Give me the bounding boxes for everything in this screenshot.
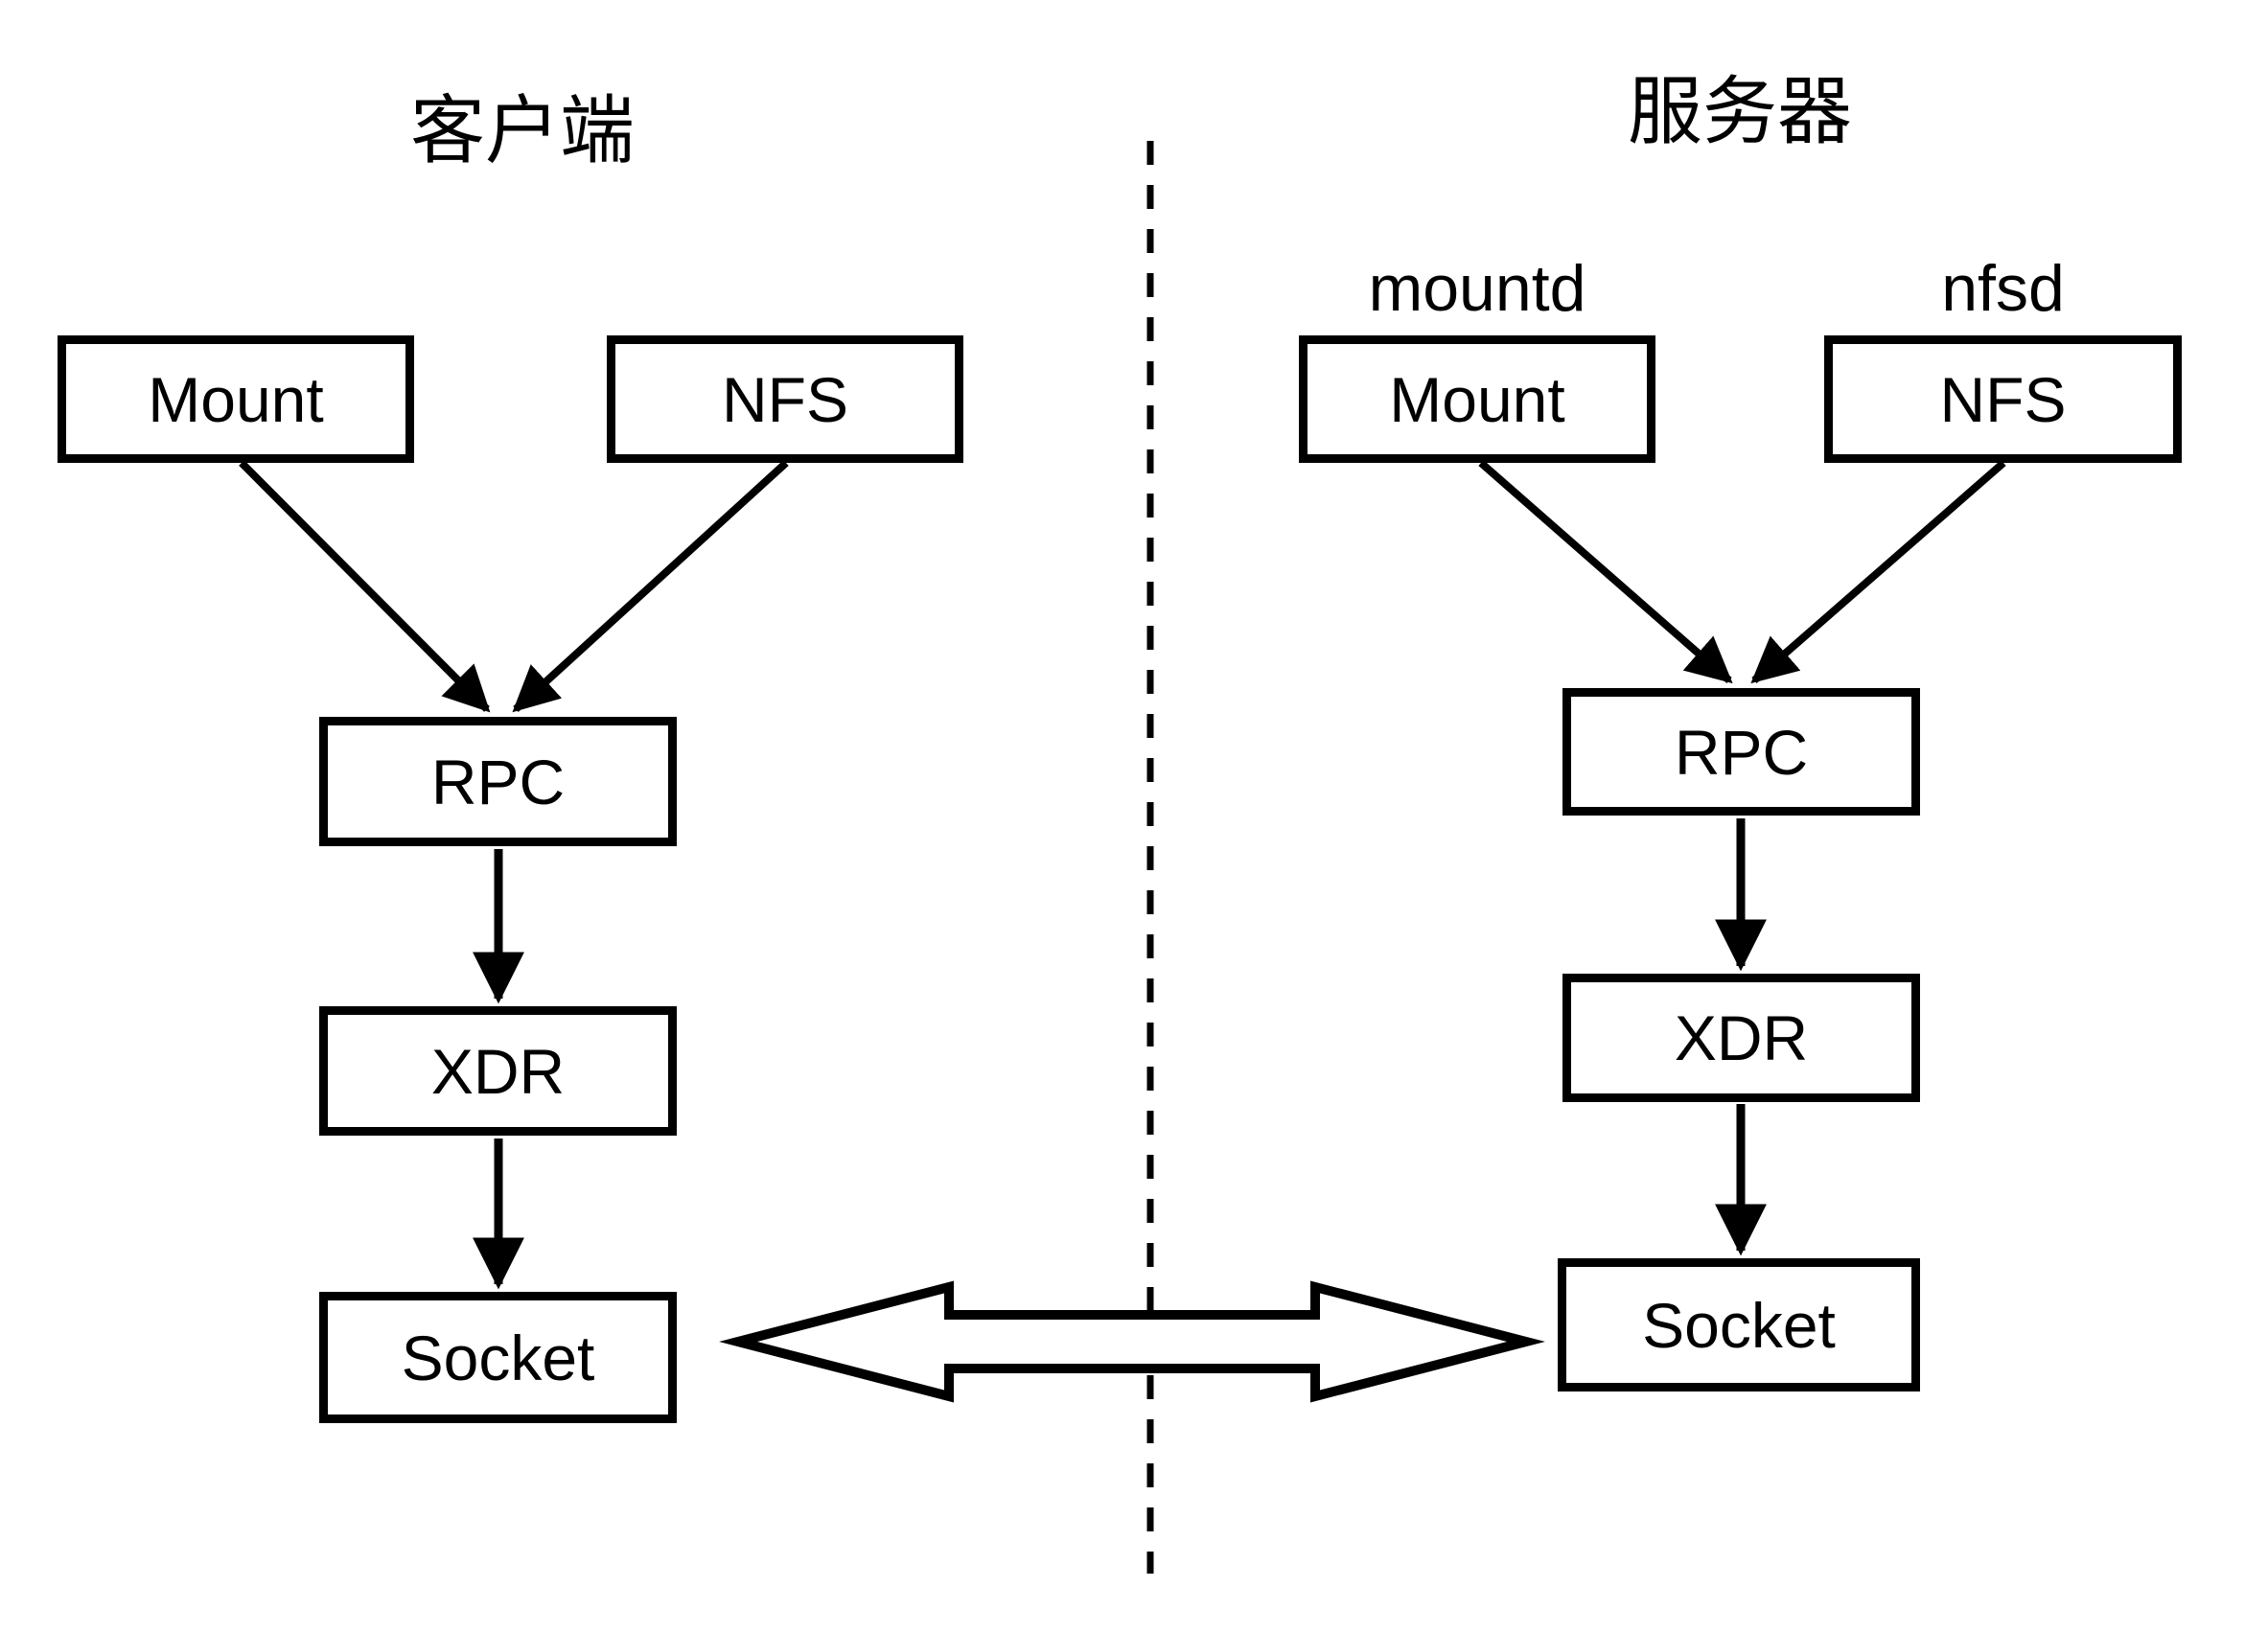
mountd-daemon-label: mountd — [1368, 252, 1586, 325]
server-title: 服务器 — [1627, 68, 1852, 153]
socket-bidirectional-arrow — [719, 1280, 1545, 1403]
server-xdr-box: XDR — [1562, 974, 1920, 1102]
server-mount-box: Mount — [1299, 335, 1655, 463]
client-socket-box: Socket — [319, 1292, 677, 1423]
server-mount-to-rpc-arrow — [1478, 459, 1733, 684]
client-nfs-box: NFS — [607, 335, 963, 463]
server-nfs-to-rpc-arrow — [1750, 459, 2006, 684]
client-rpc-box: RPC — [319, 717, 677, 846]
client-xdr-box: XDR — [319, 1006, 677, 1136]
client-title: 客户端 — [409, 87, 635, 172]
server-rpc-box: RPC — [1562, 688, 1920, 816]
client-nfs-to-rpc-arrow — [512, 460, 789, 713]
client-mount-to-rpc-arrow — [239, 460, 491, 713]
server-nfs-box: NFS — [1824, 335, 2182, 463]
client-mount-box: Mount — [58, 335, 414, 463]
server-socket-box: Socket — [1558, 1258, 1920, 1392]
nfsd-daemon-label: nfsd — [1941, 252, 2065, 325]
